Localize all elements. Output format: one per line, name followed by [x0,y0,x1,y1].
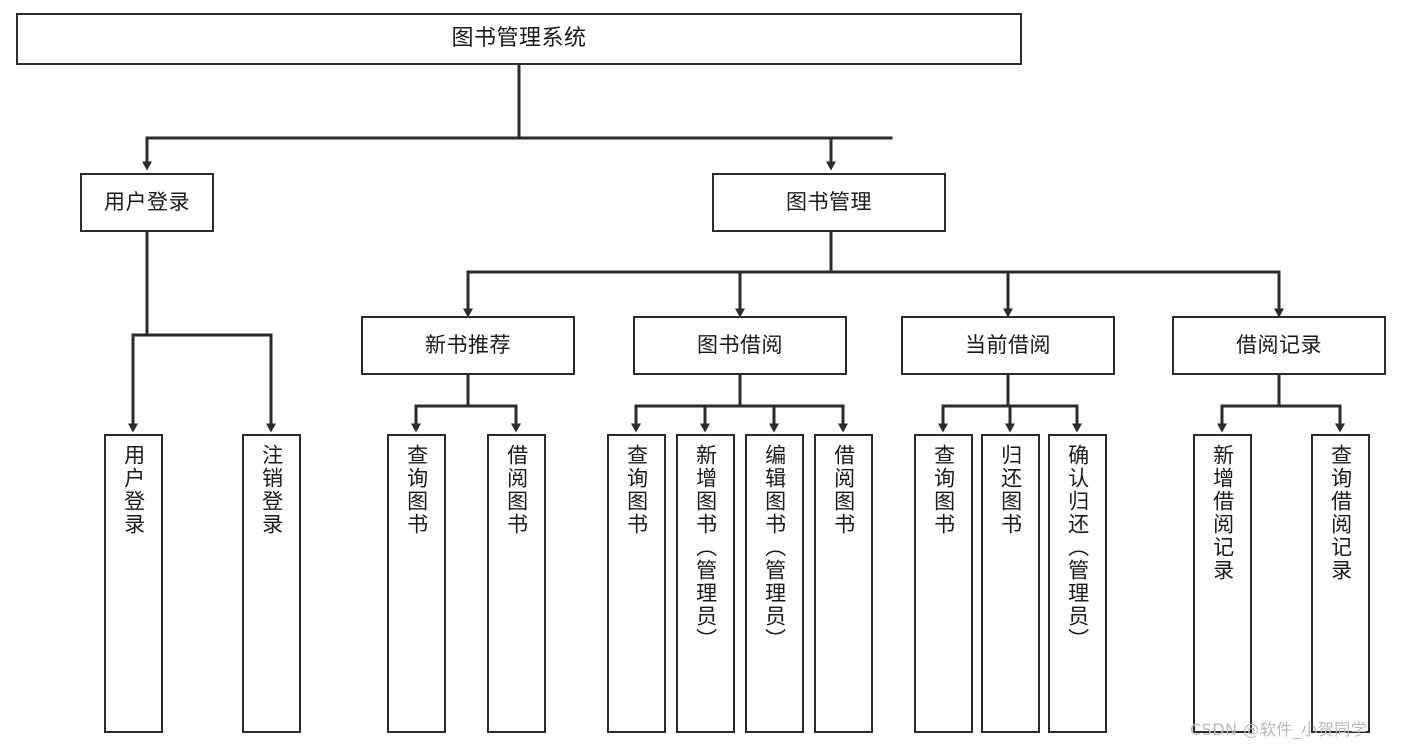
leaf-return-book[interactable]: 归还图书 [981,434,1040,733]
node-label: 图书管理系统 [451,26,587,52]
leaf-user-login[interactable]: 用户登录 [104,434,163,733]
node-book-borrow[interactable]: 图书借阅 [633,316,847,375]
leaf-borrow-book-1[interactable]: 借阅图书 [487,434,546,733]
node-current-borrow[interactable]: 当前借阅 [901,316,1115,375]
leaf-query-borrow-record[interactable]: 查询借阅记录 [1311,434,1370,733]
leaf-query-book-2[interactable]: 查询图书 [607,434,666,733]
node-book-manage[interactable]: 图书管理 [712,173,946,232]
leaf-add-book[interactable]: 新增图书（管理员） [676,434,735,733]
node-label: 借阅图书 [504,444,529,536]
leaf-query-book-3[interactable]: 查询图书 [914,434,973,733]
node-label: 借阅记录 [1236,333,1322,358]
node-label: 新增图书（管理员） [693,444,718,651]
node-borrow-record[interactable]: 借阅记录 [1172,316,1386,375]
leaf-confirm-return[interactable]: 确认归还（管理员） [1048,434,1107,733]
node-label: 确认归还（管理员） [1065,444,1090,651]
node-label: 用户登录 [104,190,190,215]
leaf-edit-book[interactable]: 编辑图书（管理员） [745,434,804,733]
node-label: 注销登录 [259,444,284,536]
node-user-login[interactable]: 用户登录 [80,173,214,232]
node-label: 新增借阅记录 [1210,444,1235,582]
leaf-add-borrow-record[interactable]: 新增借阅记录 [1193,434,1252,733]
leaf-logout[interactable]: 注销登录 [242,434,301,733]
node-label: 查询图书 [624,444,649,536]
node-label: 查询图书 [931,444,956,536]
node-new-book-recommendation[interactable]: 新书推荐 [361,316,575,375]
node-label: 图书管理 [786,190,872,215]
node-label: 编辑图书（管理员） [762,444,787,651]
node-label: 查询图书 [404,444,429,536]
node-root-system[interactable]: 图书管理系统 [16,13,1022,65]
node-label: 借阅图书 [831,444,856,536]
node-label: 查询借阅记录 [1328,444,1353,582]
leaf-borrow-book-2[interactable]: 借阅图书 [814,434,873,733]
node-label: 归还图书 [998,444,1023,536]
node-label: 新书推荐 [425,333,511,358]
node-label: 用户登录 [121,444,146,536]
node-label: 当前借阅 [965,333,1051,358]
leaf-query-book-1[interactable]: 查询图书 [387,434,446,733]
node-label: 图书借阅 [697,333,783,358]
